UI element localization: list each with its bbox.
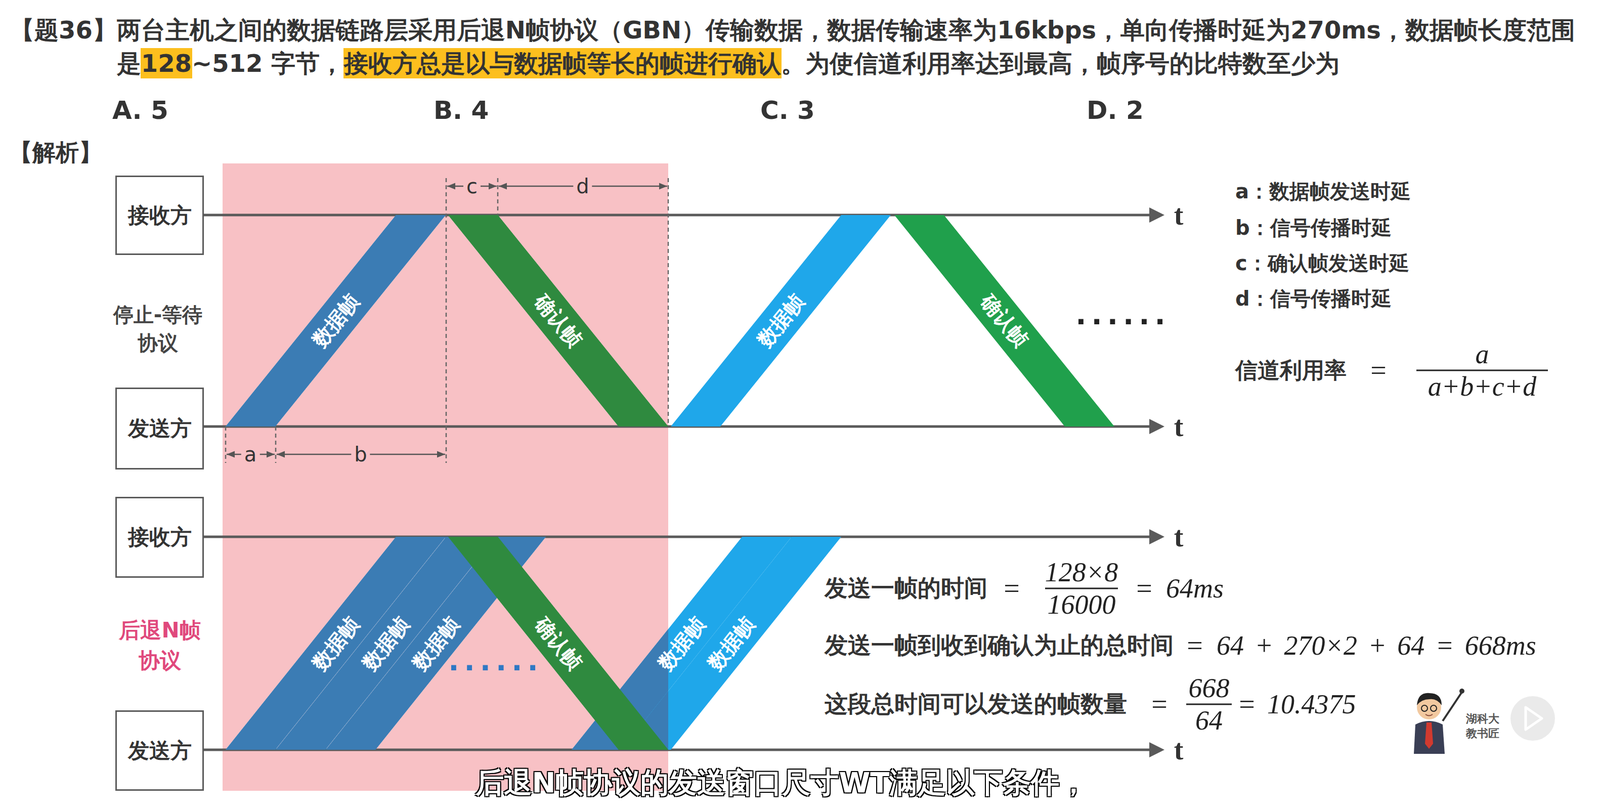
result-value: 10.4375 [1267, 690, 1357, 718]
equals-sign: = [1151, 689, 1168, 719]
formula-name: 信道利用率 [1235, 355, 1347, 386]
highlight-region [222, 163, 669, 791]
station-name: 接收方 [127, 201, 192, 230]
formula-name: 发送一帧到收到确认为止的总时间 [824, 629, 1174, 662]
numerator: 128×8 [1045, 558, 1118, 586]
numerator: a [1475, 340, 1490, 368]
data-frame-band: 数据帧 [670, 214, 891, 427]
ack-frame-band: 确认帧 [448, 536, 669, 750]
numerator: 668 [1188, 674, 1230, 702]
dimension-guides [225, 178, 669, 463]
denominator: 16000 [1047, 590, 1116, 619]
dimension-label: b [351, 443, 370, 466]
station-box: 发送方 [115, 710, 204, 791]
ack-frame-band: 确认帧 [448, 214, 669, 427]
ellipsis: ...... [448, 646, 544, 675]
denominator: a+b+c+d [1428, 372, 1537, 401]
question-text: 【题36】两台主机之间的数据链路层采用后退N帧协议（GBN）传输数据，数据传输速… [10, 13, 1591, 80]
result-value: 64ms [1165, 574, 1224, 602]
symbol-note: a：数据帧发送时延 [1235, 177, 1411, 206]
symbol-note: d：信号传播时延 [1235, 284, 1392, 313]
section-heading: 【解析】 [9, 137, 103, 169]
answer-option: D. 2 [1086, 95, 1144, 125]
data-frame-band: 数据帧 [621, 536, 842, 750]
dimension-label: d [573, 175, 592, 198]
axis-label: t [1174, 412, 1184, 441]
station-name: 发送方 [127, 414, 192, 443]
dimension-lines [226, 186, 668, 455]
station-name: 发送方 [127, 736, 192, 765]
equals-sign: = [1136, 574, 1153, 603]
dimension-label: c [463, 175, 481, 198]
symbol-note: b：信号传播时延 [1235, 213, 1392, 242]
answer-option: B. 4 [433, 95, 489, 125]
formula-name: 这段总时间可以发送的帧数量 [824, 688, 1128, 720]
time-axes [203, 214, 1162, 750]
equals-sign: = [1370, 356, 1387, 385]
watermark: 湖科大 教书匠 [1465, 711, 1507, 741]
protocol-name: 后退N帧 协议 [104, 615, 216, 676]
ellipsis: ...... [1075, 300, 1171, 329]
denominator: 64 [1195, 706, 1223, 734]
axis-label: t [1174, 735, 1184, 764]
equals-sign: = [1003, 574, 1020, 603]
formula-name: 发送一帧的时间 [824, 572, 988, 604]
station-box: 发送方 [115, 387, 204, 470]
play-icon [1510, 696, 1555, 741]
protocol-name: 停止-等待 协议 [102, 300, 214, 358]
axis-label: t [1174, 522, 1184, 551]
axis-label: t [1174, 200, 1184, 230]
answer-option: C. 3 [760, 95, 815, 125]
answer-option: A. 5 [112, 95, 169, 125]
data-frame-band: 数据帧 [225, 214, 446, 427]
equals-sign: = [1186, 631, 1203, 660]
station-box: 接收方 [115, 175, 204, 255]
teacher-figure [1413, 688, 1465, 754]
video-subtitle: 后退N帧协议的发送窗口尺寸WT满足以下条件， [475, 763, 1089, 803]
station-name: 接收方 [127, 523, 192, 552]
station-box: 接收方 [115, 496, 204, 578]
dimension-label: a [241, 443, 261, 466]
formula-expression: 64 + 270×2 + 64 = 668ms [1216, 631, 1537, 660]
equals-sign: = [1238, 689, 1256, 719]
symbol-note: c：确认帧发送时延 [1235, 249, 1410, 278]
